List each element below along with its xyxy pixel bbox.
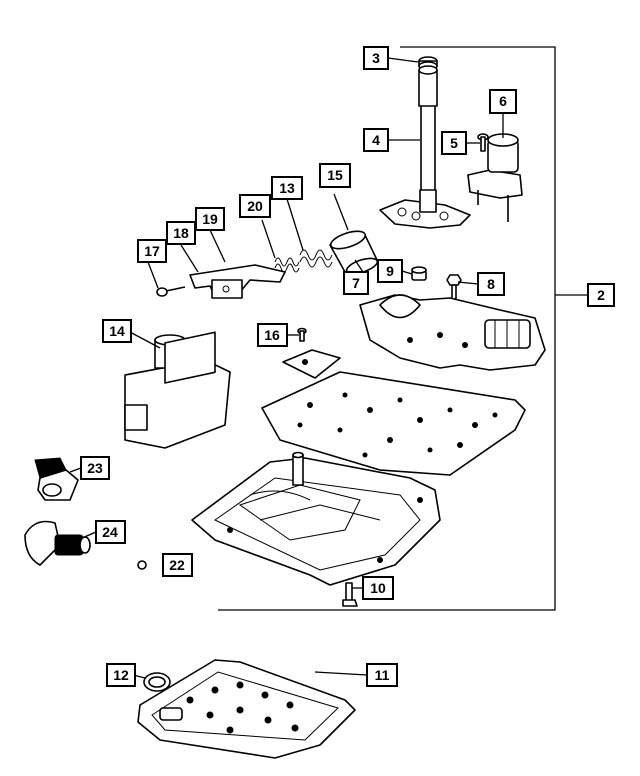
callout-10-label: 10 <box>370 580 386 596</box>
callout-2: 2 <box>587 283 615 307</box>
callout-7-label: 7 <box>352 275 360 291</box>
part-22-ball <box>137 560 147 570</box>
callout-18-label: 18 <box>173 225 189 241</box>
callout-17-label: 17 <box>144 243 160 259</box>
callout-7: 7 <box>343 271 369 295</box>
upper-valve-body <box>359 294 546 371</box>
assembly-bracket-line <box>218 46 556 611</box>
part-16-cover <box>282 349 341 379</box>
callout-19-label: 19 <box>202 211 218 227</box>
separator-plate-holes <box>297 392 498 458</box>
callout-23-label: 23 <box>87 460 103 476</box>
callout-3: 3 <box>363 46 389 70</box>
part-17-screw <box>156 286 186 297</box>
callout-12: 12 <box>106 663 136 687</box>
callout-6-label: 6 <box>499 93 507 109</box>
callout-20: 20 <box>239 194 271 218</box>
callout-9: 9 <box>377 259 403 283</box>
part-13-spring <box>299 249 333 268</box>
callout-23: 23 <box>80 456 110 480</box>
part-10-bolt <box>342 582 358 607</box>
callout-15-label: 15 <box>327 167 343 183</box>
callout-13: 13 <box>271 176 303 200</box>
part-14-solenoid-assembly <box>124 331 231 449</box>
callout-13-label: 13 <box>279 180 295 196</box>
lower-valve-body <box>191 451 441 586</box>
callout-17: 17 <box>137 239 167 263</box>
callout-22: 22 <box>162 553 193 577</box>
callout-15: 15 <box>319 163 351 188</box>
part-5-screw <box>477 133 489 152</box>
callout-10: 10 <box>362 576 394 600</box>
callout-4-label: 4 <box>372 132 380 148</box>
part-23-sensor <box>34 457 79 501</box>
part-6-sensor <box>467 133 523 222</box>
callout-16: 16 <box>257 323 288 347</box>
separator-plate <box>261 371 526 476</box>
callout-14: 14 <box>102 319 132 343</box>
part-24-solenoid <box>24 520 91 566</box>
part-15-piston <box>329 230 379 275</box>
callout-12-label: 12 <box>113 667 129 683</box>
callout-2-label: 2 <box>597 287 605 303</box>
callout-9-label: 9 <box>386 263 394 279</box>
callout-11-label: 11 <box>375 667 390 683</box>
callout-22-label: 22 <box>169 557 185 573</box>
callout-14-label: 14 <box>109 323 125 339</box>
callout-5: 5 <box>441 131 467 155</box>
part-19-bracket <box>189 264 286 299</box>
part-9-plug <box>411 266 427 281</box>
part-20-spring <box>274 257 300 273</box>
callout-19: 19 <box>195 207 225 231</box>
leader-lines <box>69 57 504 679</box>
callout-24: 24 <box>95 520 126 544</box>
part-12-filter-seal <box>143 672 171 692</box>
callout-11: 11 <box>366 663 398 687</box>
callout-18: 18 <box>166 221 196 245</box>
part-8-bolt <box>446 274 462 300</box>
callout-4: 4 <box>363 128 389 152</box>
callout-20-label: 20 <box>247 198 263 214</box>
callout-24-label: 24 <box>102 524 118 540</box>
part-4-manual-shaft-lever <box>379 65 471 229</box>
part-11-oil-filter <box>137 659 356 759</box>
callout-3-label: 3 <box>372 50 380 66</box>
callout-16-label: 16 <box>264 327 280 343</box>
callout-5-label: 5 <box>450 135 458 151</box>
callout-8: 8 <box>477 272 505 296</box>
part-16-screw <box>297 327 307 342</box>
callout-6: 6 <box>489 89 517 114</box>
callout-8-label: 8 <box>487 276 495 292</box>
